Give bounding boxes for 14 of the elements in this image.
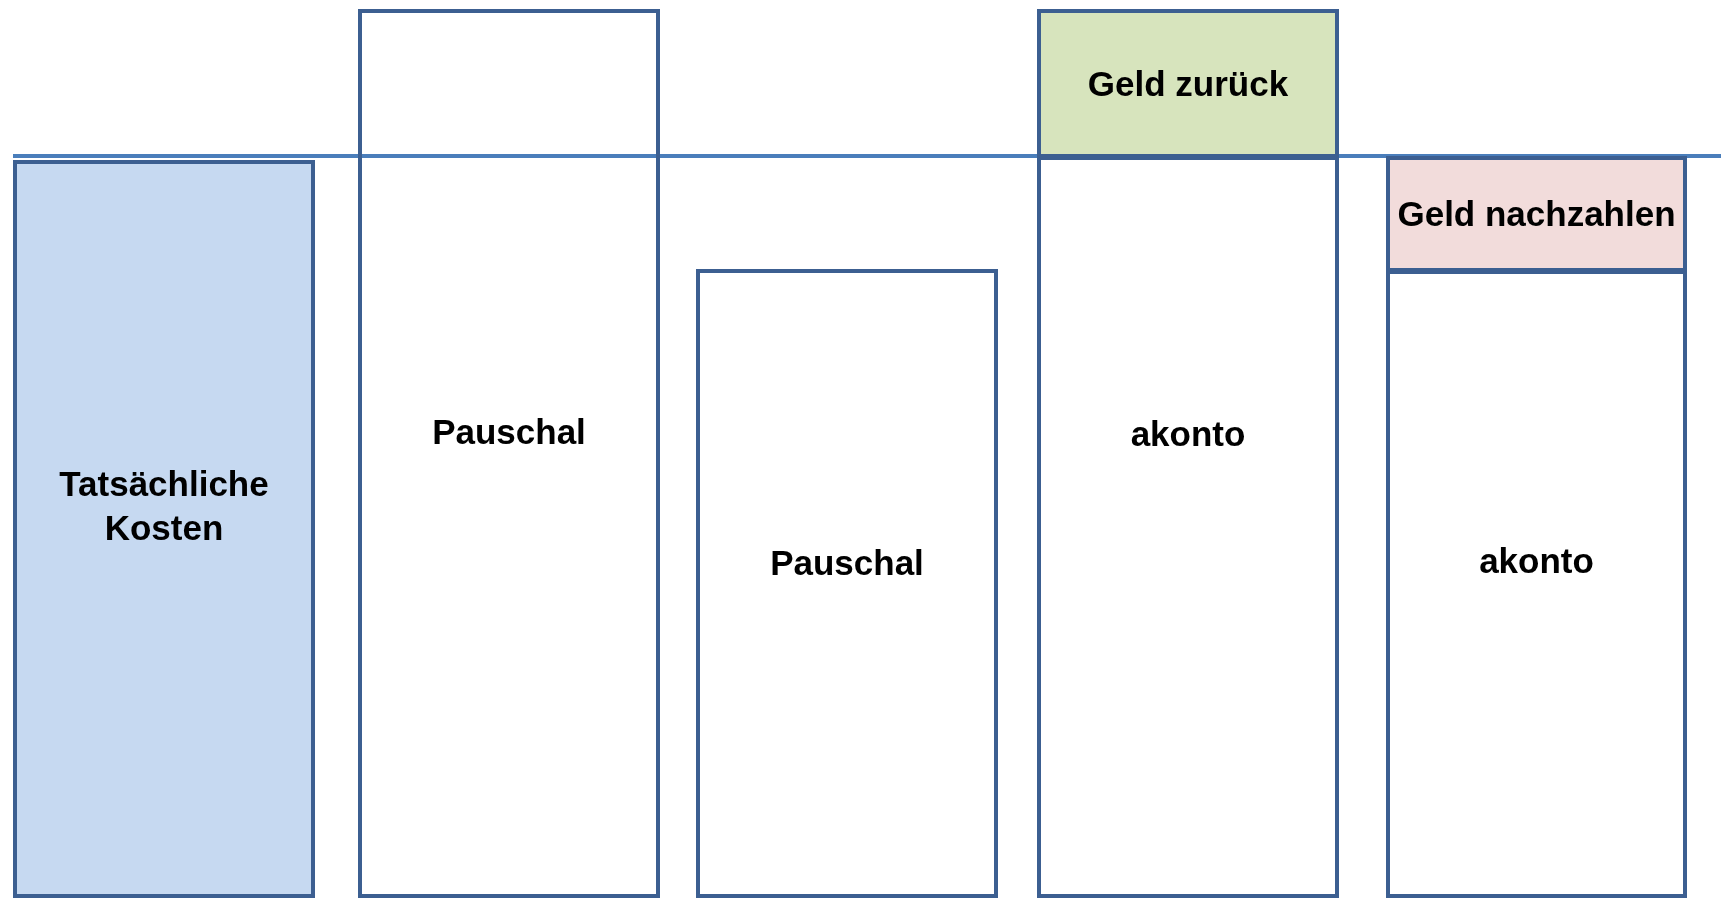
bar-label: akonto (1478, 540, 1595, 582)
bar-label: Geld zurück (1086, 62, 1290, 105)
advance-payment-bar (1037, 156, 1339, 898)
cost-bar (13, 160, 315, 898)
bar-label: Tatsächliche Kosten (58, 463, 270, 549)
refund-box (1037, 9, 1339, 158)
flat-rate-bar (358, 9, 660, 898)
bar-label: Geld nachzahlen (1396, 193, 1677, 235)
bar-label: Pauschal (769, 542, 925, 584)
bar-label: Pauschal (431, 411, 587, 453)
additional-payment-box (1386, 156, 1687, 272)
advance-payment-bar (1386, 270, 1687, 898)
flat-rate-bar (696, 269, 998, 898)
bar-label: akonto (1129, 413, 1247, 455)
